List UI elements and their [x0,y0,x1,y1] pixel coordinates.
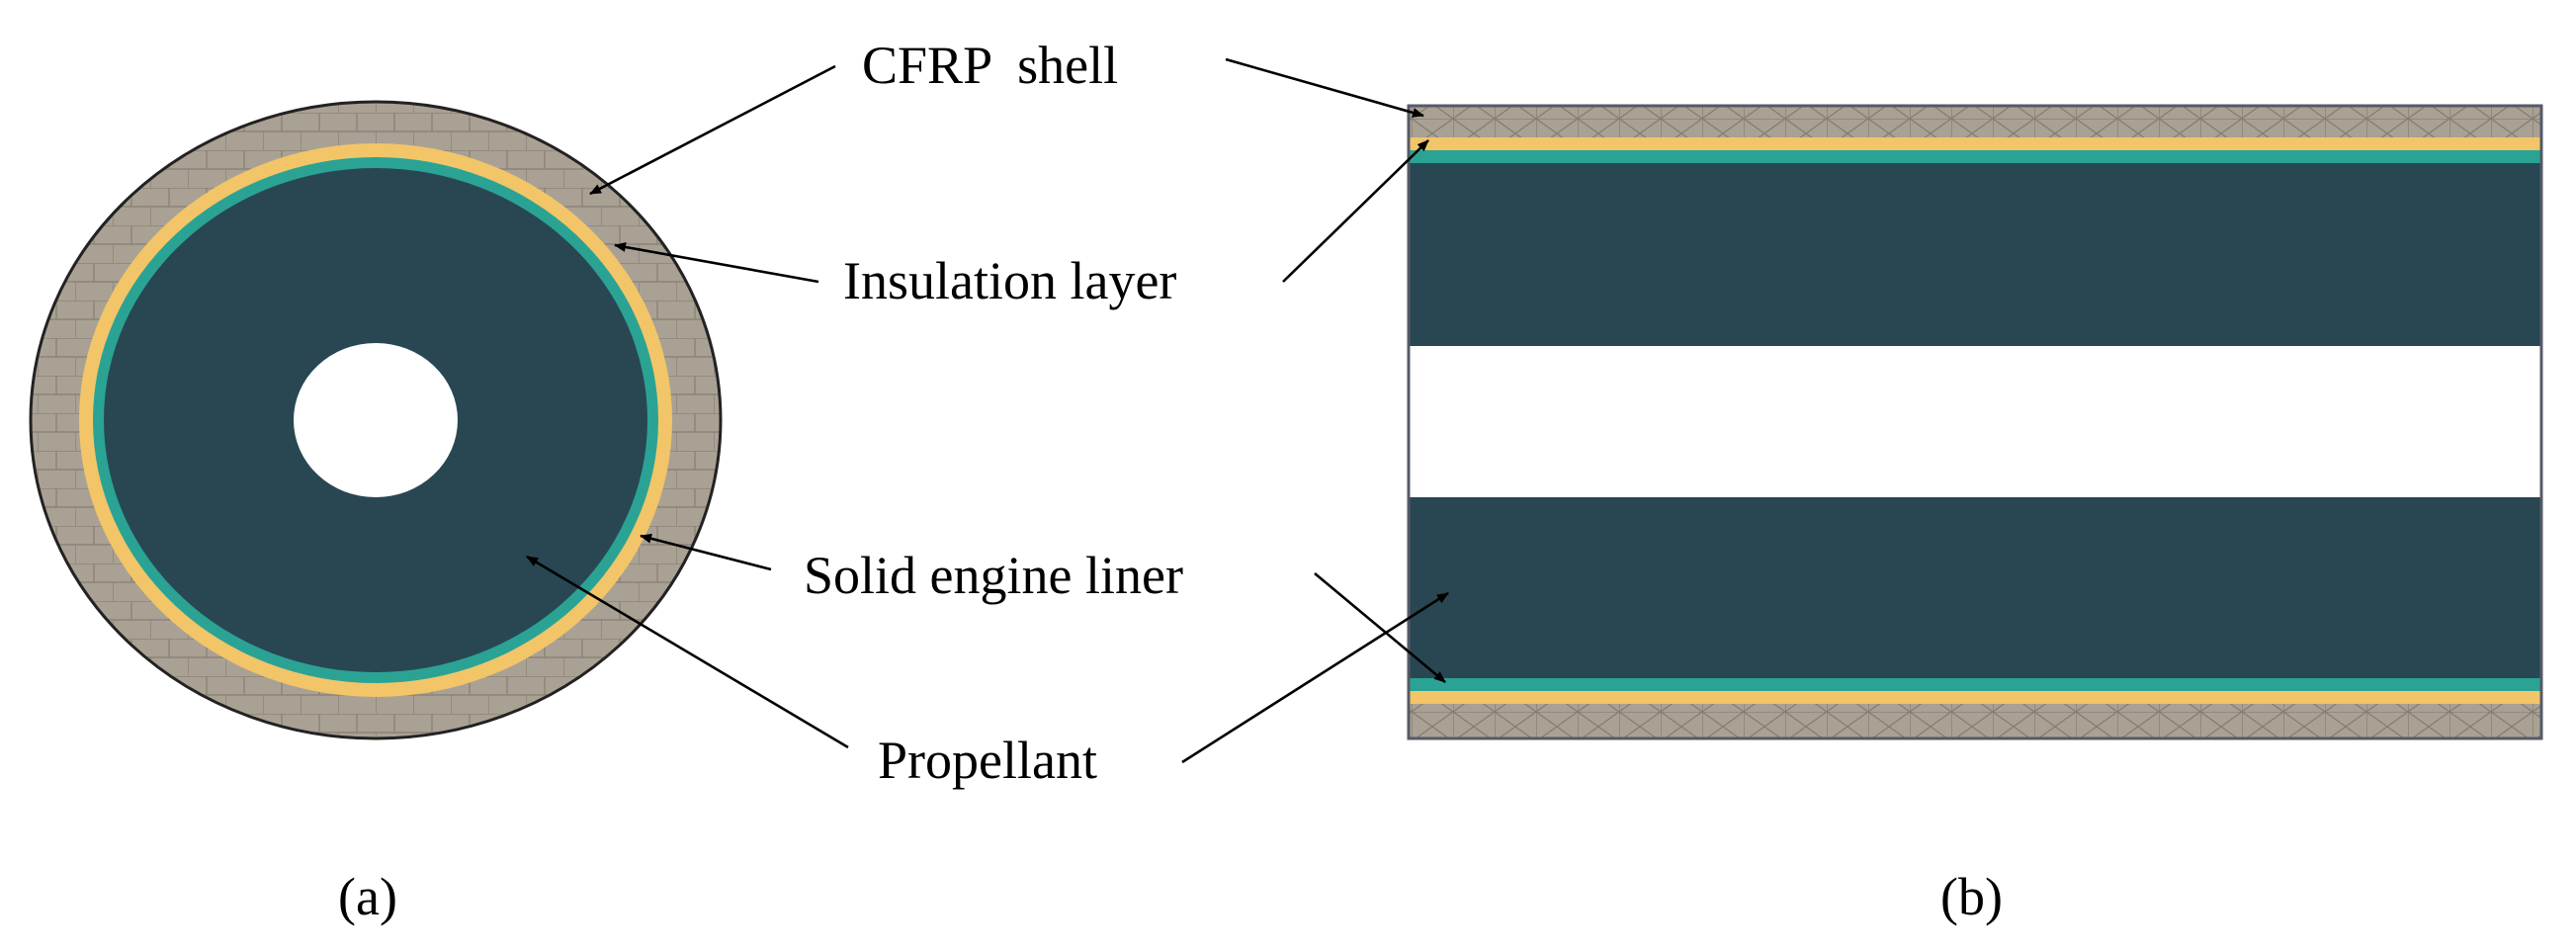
cfrp-shell-top [1409,106,2541,137]
bore-hole [294,343,458,497]
cfrp-shell-bottom [1409,704,2541,738]
caption-b: (b) [1940,867,2003,926]
propellant-leader-b [1181,591,1449,764]
longitudinal-section-b [1407,104,2543,740]
cfrp-leader-a [589,64,836,196]
section-outline [1407,104,2543,740]
label-cfrp-shell: CFRP shell [862,36,1118,95]
cross-section-a [29,100,723,740]
label-propellant: Propellant [878,731,1097,790]
propellant-leader-a [526,555,849,749]
bore-channel [1409,346,2541,497]
leader-lines [526,57,1449,764]
insulation-leader-a [614,242,819,284]
insulation-bottom [1409,691,2541,704]
propellant-top [1409,163,2541,346]
caption-a: (a) [338,867,397,926]
liner-bottom [1409,678,2541,691]
liner-top [1409,150,2541,163]
insulation-leader-b [1282,139,1429,283]
propellant-bottom [1409,497,2541,678]
liner-leader-a [640,533,772,571]
cfrp-leader-b [1225,57,1424,118]
label-insulation-layer: Insulation layer [843,251,1176,310]
insulation-top [1409,137,2541,150]
liner-leader-b [1314,572,1446,683]
label-solid-engine-liner: Solid engine liner [804,546,1183,605]
